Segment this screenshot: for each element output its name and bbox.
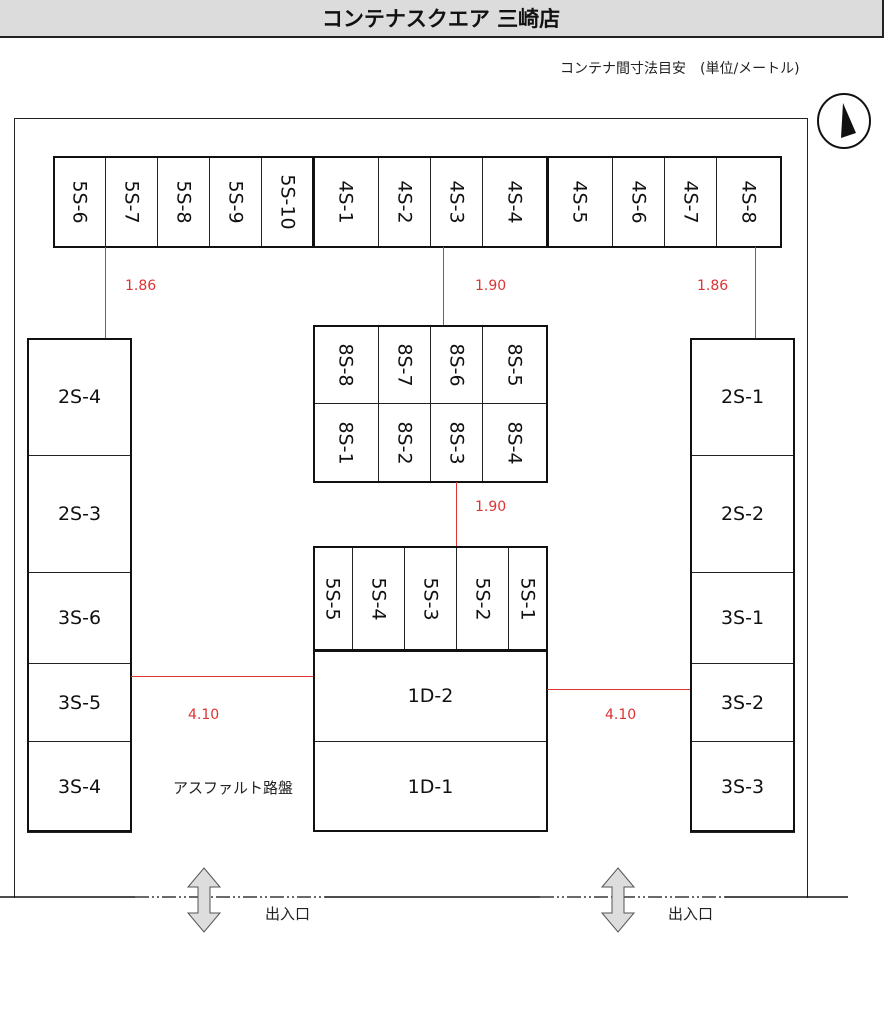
container-unit-label: 1D-2 <box>407 685 454 707</box>
container-unit[interactable]: 5S-7 <box>105 156 158 248</box>
container-unit-label: 1D-1 <box>407 775 454 798</box>
container-unit-label: 3S-6 <box>57 607 102 629</box>
container-unit-label: 5S-6 <box>68 180 91 224</box>
container-unit-label: 5S-2 <box>471 576 494 621</box>
container-unit-label: 2S-1 <box>720 386 765 408</box>
container-unit[interactable]: 8S-3 <box>430 403 483 482</box>
container-unit-label: 5S-7 <box>120 180 143 224</box>
container-unit[interactable]: 1D-1 <box>313 741 548 832</box>
container-unit-label: 3S-2 <box>720 691 765 714</box>
site-boundary <box>14 118 808 898</box>
container-unit-label: 8S-8 <box>335 342 357 387</box>
container-unit[interactable]: 5S-2 <box>456 546 509 651</box>
container-unit[interactable]: 8S-8 <box>313 325 379 404</box>
container-unit-label: 8S-3 <box>445 420 468 465</box>
container-unit[interactable]: 2S-4 <box>27 338 132 456</box>
container-unit[interactable]: 3S-5 <box>27 663 132 742</box>
container-unit-label: 8S-7 <box>393 342 416 387</box>
container-unit-label: 5S-8 <box>172 180 195 224</box>
container-unit[interactable]: 4S-3 <box>430 156 483 248</box>
container-unit[interactable]: 8S-5 <box>482 325 548 404</box>
container-unit-label: 8S-5 <box>504 342 526 387</box>
container-unit-label: 3S-4 <box>57 776 102 798</box>
container-unit-label: 3S-1 <box>720 607 765 629</box>
container-unit[interactable]: 5S-8 <box>157 156 210 248</box>
container-unit[interactable]: 3S-6 <box>27 572 132 664</box>
dimension-line <box>131 676 313 677</box>
container-unit-label: 4S-7 <box>679 180 702 224</box>
entrance-arrow-icon <box>600 867 636 933</box>
container-unit-label: 5S-10 <box>276 174 299 230</box>
container-unit[interactable]: 4S-7 <box>664 156 717 248</box>
container-unit-label: 8S-6 <box>445 342 468 387</box>
container-unit-label: 3S-3 <box>720 776 765 798</box>
container-unit[interactable]: 5S-1 <box>508 546 548 651</box>
dimension-line <box>105 247 106 338</box>
page-title: コンテナスクエア 三崎店 <box>0 0 884 38</box>
dimension-label: 1.90 <box>475 278 507 294</box>
container-unit-label: 2S-2 <box>720 503 765 525</box>
road-edge-line <box>0 896 848 898</box>
container-unit[interactable]: 4S-4 <box>482 156 548 248</box>
container-unit[interactable]: 5S-9 <box>209 156 262 248</box>
container-unit[interactable]: 8S-1 <box>313 403 379 482</box>
container-unit[interactable]: 2S-2 <box>690 455 795 573</box>
container-unit[interactable]: 8S-6 <box>430 325 483 404</box>
container-unit[interactable]: 5S-3 <box>404 546 457 651</box>
dimension-label: 1.86 <box>125 278 157 294</box>
dimension-line <box>547 689 690 690</box>
container-unit[interactable]: 1D-2 <box>313 650 548 742</box>
container-unit[interactable]: 8S-4 <box>482 403 548 482</box>
container-unit-label: 4S-5 <box>569 180 591 224</box>
container-unit[interactable]: 2S-1 <box>690 338 795 456</box>
dimension-line <box>443 247 444 325</box>
north-compass-icon <box>817 93 871 149</box>
container-unit[interactable]: 4S-2 <box>378 156 431 248</box>
container-unit[interactable]: 2S-3 <box>27 455 132 573</box>
container-unit-label: 5S-9 <box>224 180 247 224</box>
dimension-label: 4.10 <box>605 707 637 723</box>
surface-label: アスファルト路盤 <box>173 779 294 797</box>
container-unit[interactable]: 4S-8 <box>716 156 782 248</box>
container-unit[interactable]: 5S-5 <box>313 546 353 651</box>
container-unit-label: 4S-1 <box>335 180 357 224</box>
container-unit[interactable]: 4S-6 <box>612 156 665 248</box>
container-unit-label: 8S-1 <box>335 420 357 465</box>
container-unit[interactable]: 5S-10 <box>261 156 314 248</box>
container-unit-label: 4S-6 <box>627 180 650 224</box>
container-unit[interactable]: 3S-1 <box>690 572 795 664</box>
container-unit[interactable]: 5S-4 <box>352 546 405 651</box>
container-unit-label: 5S-3 <box>419 576 442 621</box>
container-unit-label: 4S-3 <box>445 180 468 224</box>
dimension-label: 4.10 <box>188 707 220 723</box>
dimension-line <box>456 482 457 546</box>
container-unit-label: 8S-2 <box>393 420 416 465</box>
container-unit-label: 8S-4 <box>504 420 526 465</box>
container-unit[interactable]: 8S-7 <box>378 325 431 404</box>
container-unit-label: 3S-5 <box>57 691 102 714</box>
container-unit-label: 4S-8 <box>738 180 760 224</box>
container-unit-label: 2S-3 <box>57 503 102 525</box>
dimension-label: 1.90 <box>475 499 507 515</box>
container-unit-label: 5S-1 <box>517 576 539 621</box>
dimension-line <box>755 247 756 338</box>
container-unit-label: 4S-2 <box>393 180 416 224</box>
container-unit[interactable]: 3S-4 <box>27 741 132 833</box>
container-unit-label: 4S-4 <box>504 180 526 224</box>
entrance-label: 出入口 <box>668 905 714 923</box>
dimension-label: 1.86 <box>697 278 729 294</box>
entrance-label: 出入口 <box>265 905 311 923</box>
container-unit[interactable]: 4S-5 <box>547 156 613 248</box>
entrance-arrow-icon <box>186 867 222 933</box>
dimension-unit-note: コンテナ間寸法目安 (単位/メートル) <box>560 61 800 77</box>
container-unit[interactable]: 5S-6 <box>53 156 106 248</box>
container-unit-label: 2S-4 <box>57 386 102 408</box>
container-unit[interactable]: 3S-2 <box>690 663 795 742</box>
container-unit-label: 5S-5 <box>322 576 344 621</box>
container-unit[interactable]: 3S-3 <box>690 741 795 833</box>
container-unit[interactable]: 8S-2 <box>378 403 431 482</box>
container-unit-label: 5S-4 <box>367 576 390 621</box>
container-unit[interactable]: 4S-1 <box>313 156 379 248</box>
